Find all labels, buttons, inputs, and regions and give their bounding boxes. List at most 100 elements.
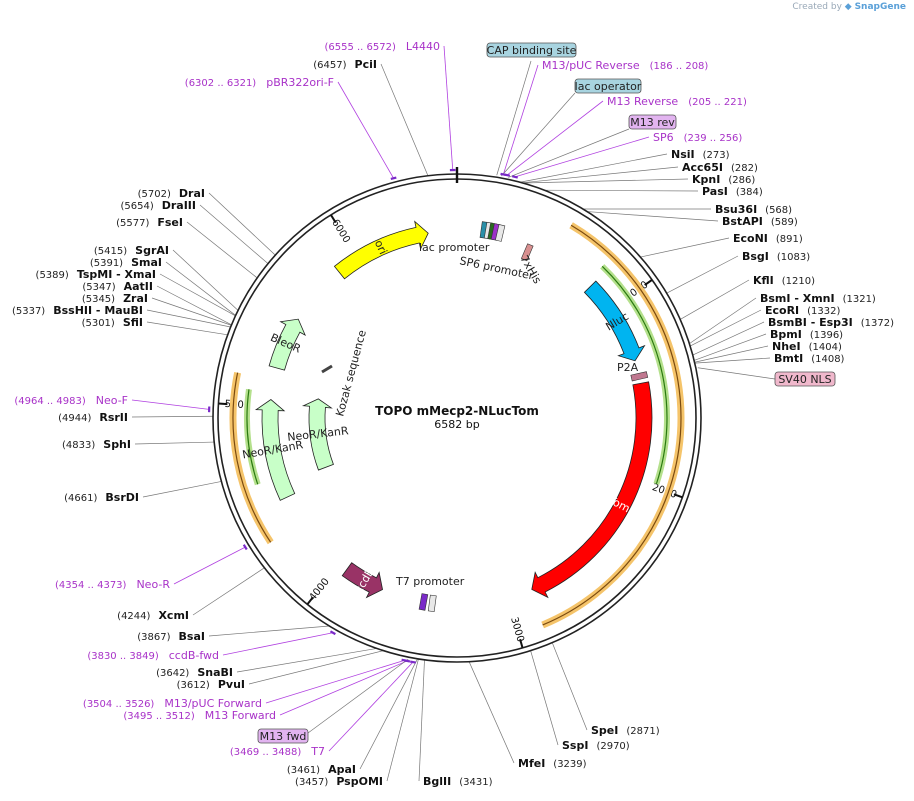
enzyme-leader-line [131,415,214,418]
primer-leader-line [506,100,604,176]
feature-ori-arrow [333,220,429,280]
primer-m13-reverse-name: M13 Reverse [607,95,678,108]
enzyme-mfei-position: (3239) [553,759,586,770]
primer-leader-line [328,661,414,752]
primer-t7-range: (3469 .. 3488) [230,747,302,758]
feature-ori-label: ori [372,238,390,256]
enzyme-leader-line [551,642,588,731]
enzyme-leader-line [208,192,276,256]
enzyme-pspomi-name: PspOMI [336,775,383,788]
enzyme-nsii-name: NsiI [671,148,695,161]
box-leader-line [307,658,409,734]
enzyme-bsgi-position: (1083) [777,252,810,263]
enzyme-fsei-name: FseI [157,216,183,229]
enzyme-aatii-position: (5347) [82,282,115,293]
primer-ccdb-fwd-name: ccdB-fwd [169,649,219,662]
primer-t7-name: T7 [310,745,325,758]
enzyme-leader-line [587,211,719,222]
enzyme-leader-line [146,309,231,328]
primer-leader-line [131,399,210,410]
feature-ccdb-arrow [341,562,383,599]
scale-tick-label: 3000 [508,616,526,643]
enzyme-sphi-name: SphI [103,438,131,451]
enzyme-fsei-position: (5577) [116,218,149,229]
enzyme-pcii-position: (6457) [313,60,346,71]
enzyme-kfli-position: (1210) [782,276,815,287]
enzyme-leader-line [159,273,236,317]
primer-leader-line [173,546,246,585]
credit-prefix: Created by [792,2,842,12]
scale-tick-label: 4000 [307,576,332,603]
feature-tdtomato-arrow [531,381,653,599]
enzyme-zrai-name: ZraI [123,292,148,305]
enzyme-ecori-name: EcoRI [765,304,799,317]
box-m13-fwd [257,728,309,744]
enzyme-zrai-position: (5345) [82,294,115,305]
primer-leader-line [222,632,333,656]
primer-leader-line [279,660,408,716]
scale-tick [644,279,653,286]
green-annotation-arc [244,388,261,486]
green-annotation-arc-core [246,389,259,485]
leader-lines [131,45,776,782]
enzyme-bmti-name: BmtI [774,352,803,365]
enzyme-mfei-name: MfeI [518,757,545,770]
primer-m13-puc-forward-range: (3504 .. 3526) [83,699,155,710]
enzyme-leader-line [186,221,258,279]
enzyme-acc65i-position: (282) [731,163,758,174]
enzyme-leader-line [521,166,679,184]
box-leader-line [697,367,776,380]
scale-tick [519,638,524,649]
small-feature-mark [520,243,534,262]
enzyme-bsu36i-name: Bsu36I [715,203,757,216]
enzyme-nsii-position: (273) [703,150,730,161]
plasmid-size: 6582 bp [434,418,479,431]
enzyme-leader-line [146,321,228,336]
enzyme-leader-line [544,189,699,192]
primer-m13-reverse-range: (205 .. 221) [688,97,747,108]
enzyme-spei-position: (2871) [626,726,659,737]
small-feature-mark [427,594,437,613]
enzyme-bsrdi-position: (4661) [64,493,97,504]
primer-neo-r-range: (4354 .. 4373) [55,580,127,591]
enzyme-leader-line [694,345,769,363]
enzyme-sfii-position: (5301) [82,318,115,329]
credit-brand: SnapGene [854,2,906,12]
feature-neor-kanr-arrow [301,398,334,471]
primer-leader-line [337,81,394,179]
primer-mark [404,659,411,663]
enzyme-bsmi-xmni-name: BsmI - XmnI [760,292,835,305]
enzyme-leader-line [694,357,771,364]
primer-l4440-name: L4440 [406,40,440,53]
orange-annotation-arc-core [232,372,272,543]
box-leader-line [508,128,630,178]
enzyme-bsmi-xmni-position: (1321) [843,294,876,305]
primer-leader-line [443,45,454,171]
primer-ccdb-fwd-range: (3830 .. 3849) [87,651,159,662]
orange-annotation-arc-core [542,224,682,626]
scale-tick [673,493,683,499]
enzyme-pasi-position: (384) [736,187,763,198]
feature-p2a-label: P2A [617,361,639,374]
enzyme-draiii-name: DraIII [162,199,196,212]
enzyme-leader-line [693,333,767,361]
feature-kozak-sequence-label: Kozak sequence [333,328,369,417]
box-leader-line [496,60,532,176]
feature-nluc-arrow [583,280,646,362]
snapgene-logo-icon: ◆ [844,2,852,12]
enzyme-bpmi-position: (1396) [810,330,843,341]
primer-m13-puc-reverse-range: (186 .. 208) [650,61,709,72]
box-m13-rev [628,114,677,130]
scale-tick [330,214,337,224]
enzyme-spei-name: SpeI [591,724,618,737]
enzyme-aatii-name: AatII [124,280,153,293]
feature-neor-kanr-arrow [254,399,296,501]
enzyme-sgrai-position: (5415) [94,246,127,257]
small-feature-mark [630,371,649,382]
enzyme-leader-line [519,153,668,183]
primer-mark [329,630,336,636]
enzyme-leader-line [522,178,689,184]
enzyme-bsshii-maubi-position: (5337) [12,306,45,317]
enzyme-leader-line [151,297,232,326]
primer-m13-forward-name: M13 Forward [205,709,276,722]
